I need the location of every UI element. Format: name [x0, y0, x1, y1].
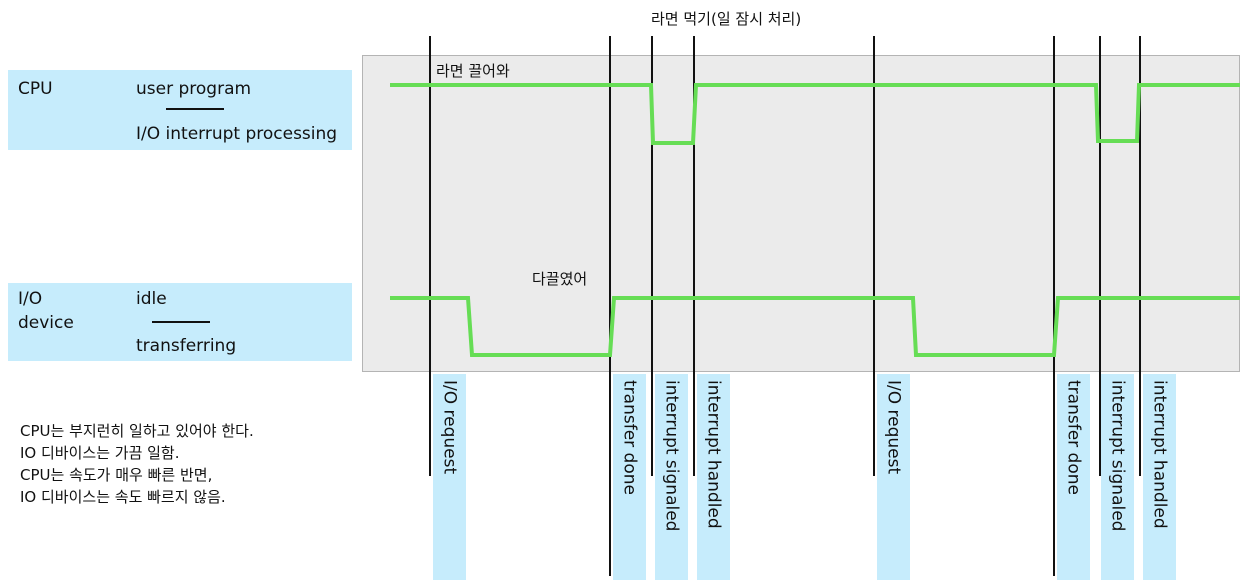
event-label-transfer-done-2: transfer done	[1063, 380, 1084, 495]
io-legend-name-line2: device	[18, 313, 74, 333]
io-annotation: 다끌였어	[532, 270, 588, 288]
cpu-legend-state-low: I/O interrupt processing	[136, 124, 338, 144]
event-line-io-request-1	[429, 36, 431, 476]
event-label-interrupt-handled-2: interrupt handled	[1149, 380, 1170, 529]
top-annotation: 라면 먹기(일 잠시 처리)	[651, 10, 802, 28]
cpu-legend-state-high: user program	[136, 79, 252, 99]
event-line-transfer-done-2	[1053, 36, 1055, 576]
event-line-interrupt-signaled-1	[651, 36, 653, 476]
event-label-io-request-2: I/O request	[883, 380, 904, 475]
io-legend-state-low: transferring	[136, 336, 237, 356]
io-legend-state-high: idle	[136, 289, 167, 309]
event-box-interrupt-handled-2	[1143, 374, 1176, 580]
note-line: CPU는 부지런히 일하고 있어야 한다.	[20, 422, 254, 440]
cpu-annotation: 라면 끌어와	[436, 62, 510, 80]
io-legend-divider	[152, 321, 210, 323]
event-line-interrupt-handled-1	[693, 36, 695, 476]
event-box-interrupt-signaled-1	[655, 374, 688, 580]
event-box-interrupt-handled-1	[697, 374, 730, 580]
event-label-interrupt-signaled-1: interrupt signaled	[661, 380, 682, 532]
event-label-transfer-done-1: transfer done	[619, 380, 640, 495]
cpu-legend-name: CPU	[18, 79, 53, 99]
event-label-interrupt-handled-1: interrupt handled	[703, 380, 724, 529]
event-label-interrupt-signaled-2: interrupt signaled	[1107, 380, 1128, 532]
notes-block: CPU는 부지런히 일하고 있어야 한다. IO 디바이스는 가끔 일함. CP…	[20, 420, 254, 508]
event-label-io-request-1: I/O request	[439, 380, 460, 475]
event-line-interrupt-signaled-2	[1099, 36, 1101, 476]
event-box-transfer-done-1	[613, 374, 646, 580]
io-legend-name-line1: I/O	[18, 289, 43, 309]
note-line: IO 디바이스는 속도 빠르지 않음.	[20, 488, 226, 506]
event-box-io-request-1	[433, 374, 466, 580]
cpu-legend-divider	[166, 108, 224, 110]
note-line: IO 디바이스는 가끔 일함.	[20, 444, 180, 462]
event-box-io-request-2	[877, 374, 910, 580]
event-line-transfer-done-1	[609, 36, 611, 576]
io-legend-box: I/O device idle transferring	[8, 283, 352, 361]
event-line-io-request-2	[873, 36, 875, 476]
event-line-interrupt-handled-2	[1139, 36, 1141, 476]
event-box-transfer-done-2	[1057, 374, 1090, 580]
event-box-interrupt-signaled-2	[1101, 374, 1134, 580]
cpu-legend-box: CPU user program I/O interrupt processin…	[8, 70, 352, 150]
cpu-signal-line	[390, 83, 1240, 145]
note-line: CPU는 속도가 매우 빠른 반면,	[20, 466, 213, 484]
io-signal-line	[390, 296, 1240, 357]
